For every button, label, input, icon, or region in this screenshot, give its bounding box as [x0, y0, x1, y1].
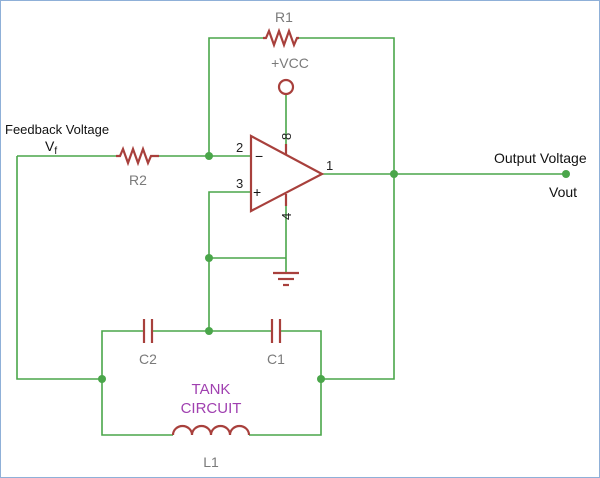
junction-ground — [205, 254, 213, 262]
tank-label-line2: CIRCUIT — [181, 400, 242, 417]
pin-1-label: 1 — [326, 158, 333, 173]
resistor-r1-label: R1 — [275, 9, 293, 25]
wire-tank-top-left — [101, 330, 144, 379]
wire-r1-right-leg — [299, 37, 395, 174]
pin-2-label: 2 — [236, 140, 243, 155]
junction-inverting — [205, 152, 213, 160]
inductor-l1-symbol — [171, 424, 251, 436]
wire-output-to-tank — [321, 174, 395, 380]
capacitor-c2-label: C2 — [139, 351, 157, 367]
capacitor-c1-label: C1 — [267, 351, 285, 367]
wire-tank-top-right — [280, 330, 322, 379]
wires — [16, 37, 564, 436]
vout-label: Vout — [549, 184, 577, 200]
junction-capacitor-node — [205, 327, 213, 335]
vcc-terminal-symbol — [277, 78, 295, 96]
output-voltage-label: Output Voltage — [494, 150, 587, 166]
inductor-l1-label: L1 — [203, 454, 219, 470]
wire-tank-bottom-right — [249, 379, 322, 436]
inverting-sign: − — [255, 148, 263, 164]
tank-label-line1: TANK — [192, 381, 231, 398]
ground-icon — [273, 271, 299, 287]
capacitor-c1-symbol — [270, 319, 282, 343]
wire-feedback-to-tank — [16, 156, 102, 380]
junctions — [98, 152, 570, 383]
junction-output — [390, 170, 398, 178]
vf-label: Vf — [45, 138, 57, 157]
resistor-r2-symbol — [116, 145, 159, 167]
junction-tank-left — [98, 375, 106, 383]
resistor-r2-label: R2 — [129, 172, 147, 188]
resistor-r1-symbol — [263, 27, 299, 49]
feedback-voltage-label: Feedback Voltage — [5, 122, 109, 137]
op-amp: − + 2 3 1 8 4 — [236, 133, 333, 220]
vf-subscript: f — [54, 146, 57, 157]
wire-noninverting-to-capacitor-node — [208, 191, 251, 331]
capacitor-c2-symbol — [142, 319, 154, 343]
wire-r1-left-leg — [208, 37, 263, 156]
pin-8-label: 8 — [279, 133, 294, 140]
output-terminal — [562, 170, 570, 178]
pin-3-label: 3 — [236, 176, 243, 191]
pin-4-label: 4 — [279, 213, 294, 220]
vcc-label: +VCC — [271, 55, 309, 71]
junction-tank-right — [317, 375, 325, 383]
op-amp-triangle — [249, 134, 325, 213]
wire-tank-bottom-left — [101, 379, 173, 436]
vf-main: V — [45, 138, 55, 154]
noninverting-sign: + — [253, 184, 261, 200]
